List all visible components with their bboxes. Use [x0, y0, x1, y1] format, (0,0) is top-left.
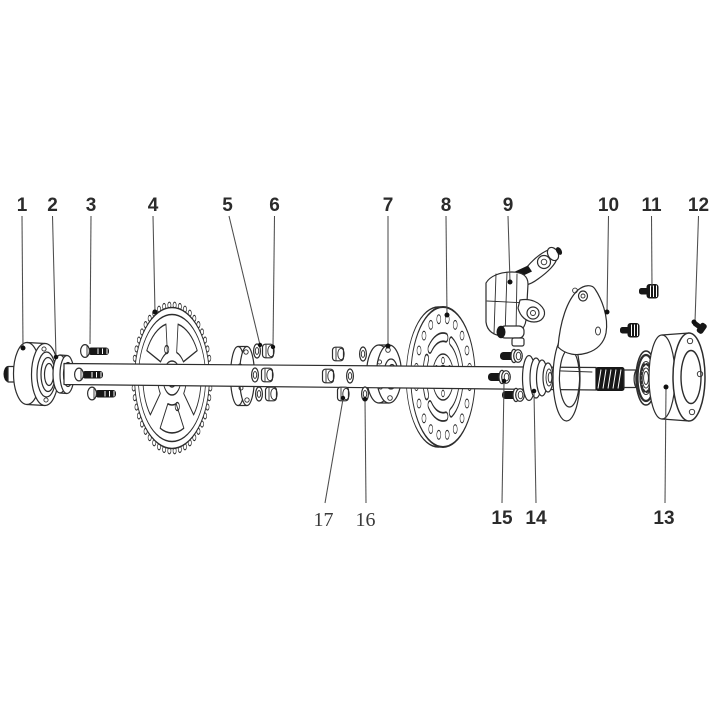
bolt [502, 387, 525, 403]
callout-label-9: 9 [503, 195, 514, 216]
washer [251, 367, 260, 383]
callout-label-12: 12 [688, 195, 709, 216]
callout-label-15: 15 [491, 508, 513, 529]
washer [359, 346, 368, 362]
brake-caliper [485, 246, 563, 347]
axle-nuts-and-washers-right [321, 346, 370, 402]
disc-hole-ring [414, 314, 472, 440]
right-wheel-hub [648, 332, 706, 422]
callout-label-5: 5 [222, 195, 233, 216]
bolt [620, 323, 640, 338]
axle-threaded-end [595, 367, 641, 391]
callout-label-3: 3 [86, 195, 97, 216]
caliper-bracket [552, 285, 608, 422]
callout-label-11: 11 [641, 195, 662, 216]
callout-label-7: 7 [383, 195, 394, 216]
washer [346, 368, 355, 384]
callout-labels: 1 2 3 4 5 6 7 8 9 10 11 12 17 16 15 14 1… [17, 195, 709, 531]
axle-bolts [488, 348, 525, 403]
callout-label-14: 14 [525, 508, 547, 529]
nut [261, 343, 275, 359]
callout-label-16: 16 [356, 509, 376, 531]
leader-lines [20, 215, 700, 504]
nut [331, 346, 345, 362]
bolt [79, 344, 109, 359]
bolt [500, 348, 523, 364]
callout-label-13: 13 [653, 508, 674, 529]
nut [321, 368, 335, 384]
spacer-collar [521, 354, 554, 402]
hub-bolts [73, 344, 116, 401]
callout-label-2: 2 [47, 195, 58, 216]
washer [255, 386, 264, 402]
nut [260, 367, 274, 383]
bolt [639, 284, 659, 299]
callout-label-4: 4 [148, 195, 159, 216]
callout-label-1: 1 [17, 195, 28, 216]
bolt [86, 386, 116, 401]
nut-17 [336, 386, 350, 402]
callout-label-10: 10 [598, 195, 619, 216]
callout-label-8: 8 [441, 195, 452, 216]
nut [264, 386, 278, 402]
callout-label-17: 17 [314, 509, 334, 531]
callout-label-6: 6 [269, 195, 280, 216]
left-wheel-hub [12, 341, 60, 407]
socket-bolts [620, 284, 659, 338]
bolt [73, 367, 103, 382]
washer [253, 343, 262, 359]
axle-washers-and-nuts-left [251, 343, 278, 402]
